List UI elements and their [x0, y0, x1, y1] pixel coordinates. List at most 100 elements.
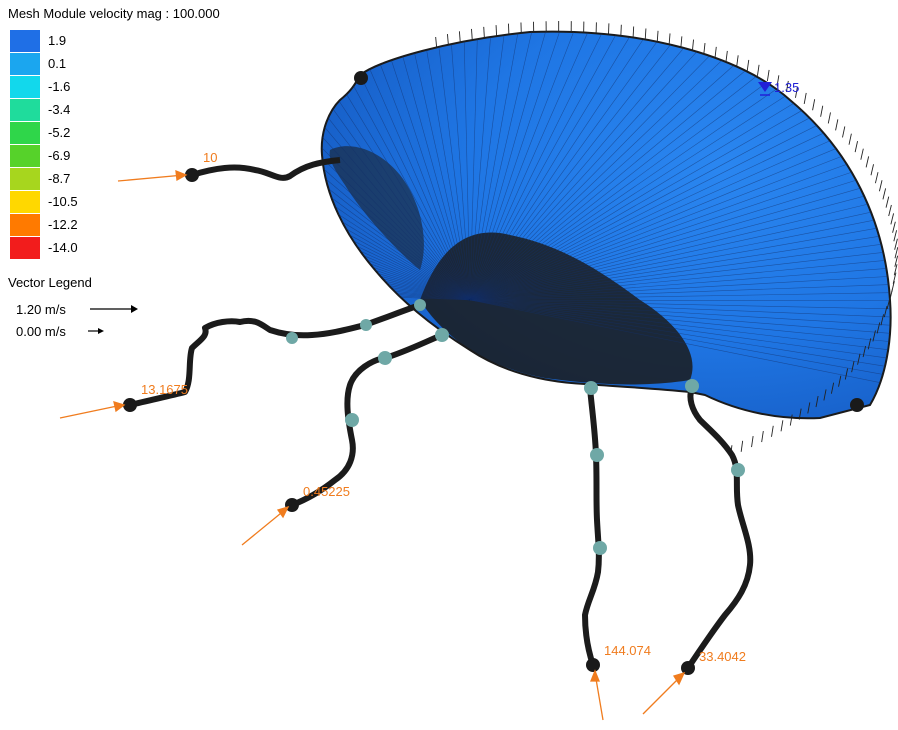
legend-tick-label: -10.5: [48, 194, 78, 209]
node-black: [850, 398, 864, 412]
velocity-vector: [893, 222, 896, 233]
velocity-vector: [871, 164, 874, 175]
flow-label-bottom-b[interactable]: 33.4042: [699, 649, 746, 664]
river-bottom-b: [688, 388, 750, 668]
river-bottom-a: [585, 388, 599, 665]
velocity-vector: [447, 34, 448, 45]
legend-title: Mesh Module velocity mag : 100.000: [8, 6, 220, 21]
velocity-vector: [496, 25, 497, 36]
legend-swatch: [10, 99, 40, 121]
velocity-vector: [894, 230, 897, 241]
inflow-arrowhead: [176, 171, 186, 180]
legend-tick-label: -6.9: [48, 148, 70, 163]
node-teal: [590, 448, 604, 462]
velocity-vector: [645, 29, 646, 40]
inflow-arrowhead: [278, 507, 288, 517]
node-teal: [731, 463, 745, 477]
node-teal: [593, 541, 607, 555]
node-teal: [414, 299, 426, 311]
velocity-vector: [436, 37, 437, 48]
velocity-vector: [752, 436, 754, 447]
node-teal: [345, 413, 359, 427]
node-teal: [685, 379, 699, 393]
inflow-arrow: [118, 175, 184, 181]
node-teal: [360, 319, 372, 331]
vector-legend-long-label: 1.20 m/s: [16, 302, 66, 317]
velocity-vector: [762, 431, 764, 442]
node-black: [354, 71, 368, 85]
velocity-vector: [484, 27, 485, 38]
legend-tick-label: 1.9: [48, 33, 66, 48]
river-mid: [292, 335, 442, 505]
legend-tick-label: -12.2: [48, 217, 78, 232]
vector-legend-title: Vector Legend: [8, 275, 92, 290]
velocity-vector: [842, 126, 844, 137]
flow-label-mid[interactable]: 0.45225: [303, 484, 350, 499]
legend-tick-label: -14.0: [48, 240, 78, 255]
node-teal: [286, 332, 298, 344]
vector-legend-long-arrow: [88, 302, 140, 316]
velocity-vector: [781, 420, 783, 431]
flow-label-left-lower[interactable]: 13.1675: [141, 382, 188, 397]
velocity-vector: [889, 205, 892, 216]
velocity-vector: [669, 33, 670, 44]
velocity-vector: [849, 134, 851, 145]
inflow-arrowhead: [591, 671, 599, 681]
node-teal: [378, 351, 392, 365]
flow-label-bottom-a[interactable]: 144.074: [604, 643, 651, 658]
velocity-vector: [737, 55, 738, 66]
velocity-vector: [681, 36, 682, 47]
legend-tick-label: 0.1: [48, 56, 66, 71]
velocity-vector: [633, 26, 634, 37]
velocity-vector: [879, 180, 882, 191]
velocity-vector: [886, 197, 889, 208]
node-teal: [435, 328, 449, 342]
node-black: [123, 398, 137, 412]
node-black: [586, 658, 600, 672]
velocity-vector: [472, 29, 473, 40]
velocity-vector: [726, 51, 727, 62]
velocity-vector: [767, 70, 769, 81]
vector-legend-short-label: 0.00 m/s: [16, 324, 66, 339]
velocity-vector: [875, 172, 878, 183]
legend-swatch: [10, 191, 40, 213]
velocity-vector: [704, 43, 705, 54]
velocity-vector: [836, 119, 838, 130]
legend-tick-label: -3.4: [48, 102, 70, 117]
velocity-vector: [772, 426, 774, 437]
velocity-vector: [757, 65, 759, 76]
legend-swatch: [10, 76, 40, 98]
velocity-vector: [715, 47, 716, 58]
velocity-vector: [459, 31, 460, 42]
velocity-vector: [813, 99, 815, 110]
legend-swatch: [10, 237, 40, 259]
velocity-vector: [855, 141, 857, 152]
velocity-vector: [747, 60, 749, 71]
velocity-vector: [821, 106, 823, 117]
legend-swatch: [10, 122, 40, 144]
legend-swatch: [10, 53, 40, 75]
velocity-vector: [891, 213, 894, 224]
velocity-vector: [866, 156, 869, 167]
legend-swatch: [10, 30, 40, 52]
inflow-arrow: [643, 675, 682, 714]
node-teal: [584, 381, 598, 395]
inflow-arrowhead: [114, 402, 124, 411]
legend-swatch: [10, 145, 40, 167]
inflow-arrow: [242, 509, 286, 545]
legend-tick-label: -8.7: [48, 171, 70, 186]
velocity-vector: [741, 441, 742, 452]
velocity-vector: [804, 93, 806, 104]
velocity-vector: [895, 239, 898, 250]
velocity-vector: [883, 188, 886, 199]
legend-swatch: [10, 214, 40, 236]
velocity-vector: [692, 40, 693, 51]
flow-label-left-upper[interactable]: 10: [203, 150, 217, 165]
velocity-vector: [828, 112, 830, 123]
legend-tick-label: -5.2: [48, 125, 70, 140]
water-surface-label: 1.35: [774, 80, 799, 95]
legend-swatch: [10, 168, 40, 190]
legend-tick-label: -1.6: [48, 79, 70, 94]
